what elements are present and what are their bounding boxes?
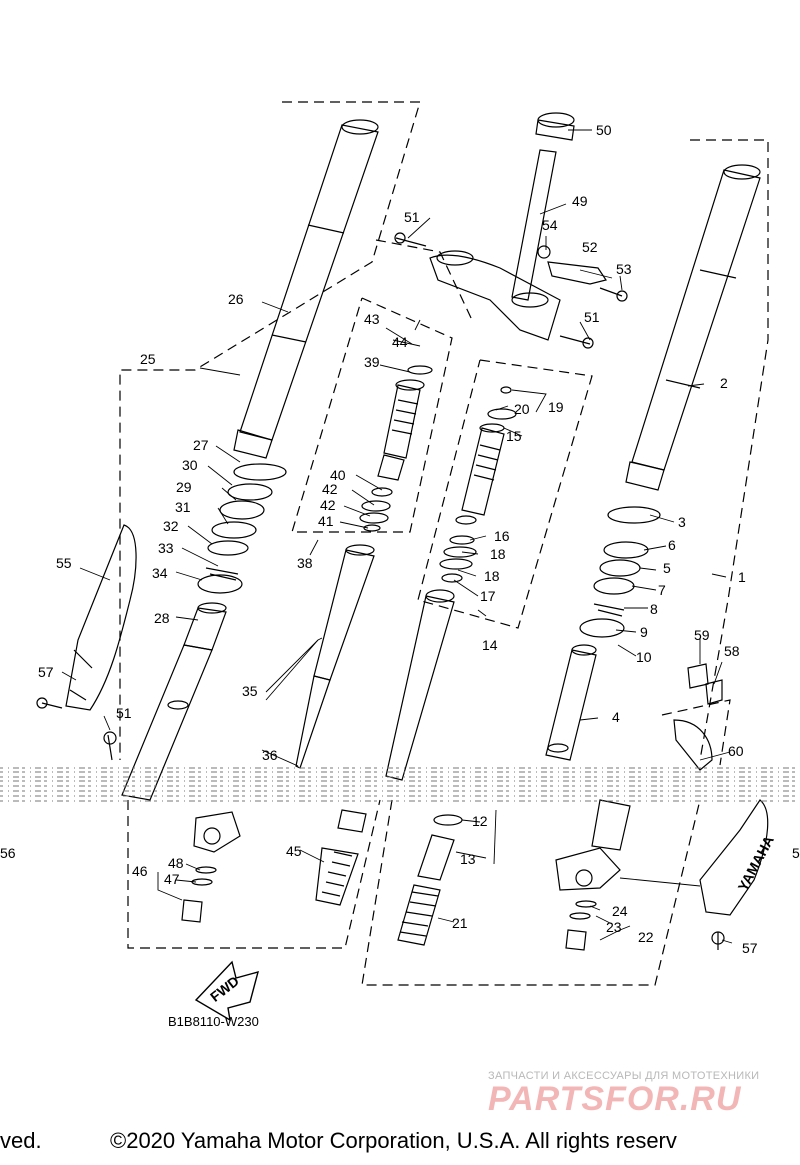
part-label-l17: 17 — [480, 588, 496, 604]
part-label-l59: 59 — [694, 627, 710, 643]
part-label-l47: 47 — [164, 871, 180, 887]
group-outlines — [119, 101, 769, 986]
part-number-labels: 1234567891012131415161718181920212223242… — [0, 122, 800, 956]
part-label-l23: 23 — [606, 919, 622, 935]
part-label-l6: 6 — [668, 537, 676, 553]
part-label-l41: 41 — [318, 513, 334, 529]
part-label-l2: 2 — [720, 375, 728, 391]
part-label-l51c: 51 — [116, 705, 132, 721]
part-label-l5r: 5 — [792, 845, 800, 861]
part-label-l32: 32 — [163, 518, 179, 534]
part-label-l3: 3 — [678, 514, 686, 530]
right-damper-rod — [385, 589, 455, 781]
watermark-logo: PARTSFOR.RU — [488, 1080, 742, 1118]
part-label-l21: 21 — [452, 915, 468, 931]
footer-copyright: ©2020 Yamaha Motor Corporation, U.S.A. A… — [110, 1128, 677, 1153]
part-label-l33: 33 — [158, 540, 174, 556]
part-label-l42a: 42 — [322, 481, 338, 497]
part-label-l27: 27 — [193, 437, 209, 453]
part-label-l18a: 18 — [490, 546, 506, 562]
part-label-l46: 46 — [132, 863, 148, 879]
cable-guide-bracket — [537, 245, 628, 302]
right-axle-bracket — [555, 799, 631, 951]
part-label-l56: 56 — [0, 845, 16, 861]
part-label-l4: 4 — [612, 709, 620, 725]
part-label-l28: 28 — [154, 610, 170, 626]
part-label-l54: 54 — [542, 217, 558, 233]
part-label-l51a: 51 — [404, 209, 420, 225]
part-label-l10: 10 — [636, 649, 652, 665]
part-label-l16: 16 — [494, 528, 510, 544]
left-fork-inner-tube — [121, 602, 227, 801]
right-seal-stack — [579, 506, 661, 638]
fwd-arrow — [194, 960, 259, 1022]
part-label-l43: 43 — [364, 311, 380, 327]
part-label-l58: 58 — [724, 643, 740, 659]
left-seal-stack — [197, 463, 287, 594]
part-label-l22: 22 — [638, 929, 654, 945]
left-fork-spring — [315, 809, 367, 906]
right-fork-inner-tube — [545, 644, 597, 761]
left-damper-rod — [295, 544, 375, 769]
left-fork-outer-tube — [233, 119, 379, 459]
part-label-l57b: 57 — [742, 940, 758, 956]
part-label-l9: 9 — [640, 624, 648, 640]
part-label-l42b: 42 — [320, 497, 336, 513]
part-label-l15: 15 — [506, 428, 522, 444]
part-label-l52: 52 — [582, 239, 598, 255]
part-label-l51b: 51 — [584, 309, 600, 325]
part-label-l5: 5 — [663, 560, 671, 576]
scan-noise-band — [0, 767, 800, 802]
part-label-l50: 50 — [596, 122, 612, 138]
copyright-footer: ved. ©2020 Yamaha Motor Corporation, U.S… — [0, 1128, 800, 1160]
part-label-l18b: 18 — [484, 568, 500, 584]
right-damper-cartridge — [439, 386, 517, 583]
part-label-l29: 29 — [176, 479, 192, 495]
part-label-l49: 49 — [572, 193, 588, 209]
part-label-l40: 40 — [330, 467, 346, 483]
part-label-l12: 12 — [472, 813, 488, 829]
brackets-58-59 — [687, 663, 723, 705]
part-label-l39: 39 — [364, 354, 380, 370]
part-label-l13: 13 — [460, 851, 476, 867]
left-damper-cartridge — [359, 365, 433, 532]
steering-stem — [394, 112, 594, 349]
part-label-l25: 25 — [140, 351, 156, 367]
brand-mark-text: YAMAHA — [735, 833, 777, 894]
part-label-l19: 19 — [548, 399, 564, 415]
part-label-l44: 44 — [392, 334, 408, 350]
part-label-l8: 8 — [650, 601, 658, 617]
part-label-l31: 31 — [175, 499, 191, 515]
part-label-l45: 45 — [286, 843, 302, 859]
part-label-l36: 36 — [262, 747, 278, 763]
right-fork-outer-tube — [625, 164, 761, 491]
part-label-l20: 20 — [514, 401, 530, 417]
part-label-l30: 30 — [182, 457, 198, 473]
watermark-tagline: ЗАПЧАСТИ И АКСЕССУАРЫ ДЛЯ МОТОТЕХНИКИ — [488, 1070, 760, 1082]
footer-left-fragment: ved. — [0, 1128, 42, 1153]
part-label-l53: 53 — [616, 261, 632, 277]
part-label-l26: 26 — [228, 291, 244, 307]
left-axle-bracket — [181, 811, 241, 923]
part-label-l57a: 57 — [38, 664, 54, 680]
part-label-l14: 14 — [482, 637, 498, 653]
part-label-l48: 48 — [168, 855, 184, 871]
part-label-l55: 55 — [56, 555, 72, 571]
drawing-code: B1B8110-W230 — [168, 1014, 259, 1029]
part-label-l24: 24 — [612, 903, 628, 919]
part-label-l7: 7 — [658, 582, 666, 598]
part-label-l34: 34 — [152, 565, 168, 581]
leader-lines — [61, 129, 733, 944]
right-fork-spring — [397, 814, 463, 946]
part-label-l1: 1 — [738, 569, 746, 585]
right-fork-guard — [673, 719, 769, 950]
part-label-l35: 35 — [242, 683, 258, 699]
left-fork-guard — [36, 524, 137, 761]
part-label-l60: 60 — [728, 743, 744, 759]
part-label-l38: 38 — [297, 555, 313, 571]
